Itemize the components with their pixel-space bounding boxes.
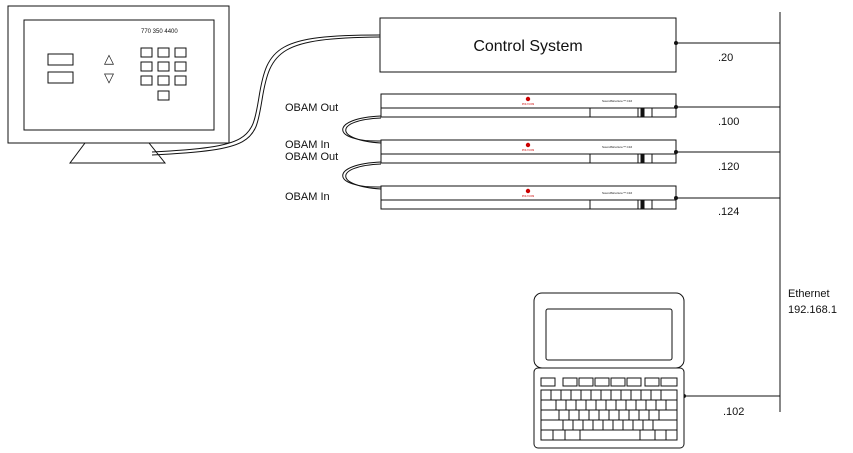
- polycom-logo-icon: [525, 188, 531, 194]
- obam-cable-2b: [345, 163, 382, 190]
- polycom-logo-icon: [525, 142, 531, 148]
- ip-unit3-label: .124: [718, 206, 739, 218]
- screen-button-bottom: [47, 71, 74, 84]
- screen-button-top: [47, 53, 74, 66]
- soundstructure-unit-3: POLYCOM SoundStructure™ C16: [380, 185, 677, 210]
- model-label: SoundStructure™ C16: [602, 191, 633, 195]
- obam-out-label-1: OBAM Out: [285, 102, 338, 114]
- obam-cable-1b: [345, 117, 382, 144]
- touch-panel-monitor: 770 350 4400 △ ▽: [7, 5, 230, 164]
- laptop-base: [533, 367, 685, 449]
- touch-panel-cable: [151, 36, 381, 156]
- model-label: SoundStructure™ C16: [602, 145, 633, 149]
- laptop-screen: [545, 308, 673, 361]
- port-dot: [674, 41, 678, 45]
- brand-label: POLYCOM: [522, 195, 534, 198]
- ip-laptop-label: .102: [723, 406, 744, 418]
- ip-unit2-label: .120: [718, 161, 739, 173]
- port-dot: [674, 196, 678, 200]
- keypad: [140, 47, 187, 101]
- model-label: SoundStructure™ C16: [602, 99, 633, 103]
- polycom-logo-icon: [525, 96, 531, 102]
- soundstructure-unit-2: POLYCOM SoundStructure™ C16: [380, 139, 677, 164]
- control-system: Control System: [379, 17, 677, 73]
- ethernet-subnet-label: 192.168.1: [788, 304, 837, 316]
- ip-control-label: .20: [718, 52, 733, 64]
- ethernet-label: Ethernet: [788, 288, 830, 300]
- port-dot: [674, 105, 678, 109]
- brand-label: POLYCOM: [522, 103, 534, 106]
- control-system-box: [379, 17, 677, 73]
- ip-unit1-label: .100: [718, 116, 739, 128]
- obam-in-label-3: OBAM In: [285, 191, 330, 203]
- port-dot: [674, 150, 678, 154]
- down-arrow-icon: ▽: [104, 70, 114, 85]
- obam-cable-2: [342, 161, 382, 188]
- laptop-keyboard: [540, 377, 678, 441]
- monitor-stand: [69, 142, 167, 164]
- obam-in-label-2: OBAM In: [285, 139, 330, 151]
- soundstructure-unit-1: POLYCOM SoundStructure™ C16: [380, 93, 677, 118]
- laptop: [533, 292, 685, 449]
- phone-number-label: 770 350 4400: [141, 29, 178, 35]
- up-arrow-icon: △: [104, 51, 114, 66]
- obam-out-label-2: OBAM Out: [285, 151, 338, 163]
- brand-label: POLYCOM: [522, 149, 534, 152]
- obam-cable-1: [342, 115, 382, 142]
- touch-panel-cable-2: [151, 34, 381, 153]
- control-system-label: Control System: [473, 38, 582, 55]
